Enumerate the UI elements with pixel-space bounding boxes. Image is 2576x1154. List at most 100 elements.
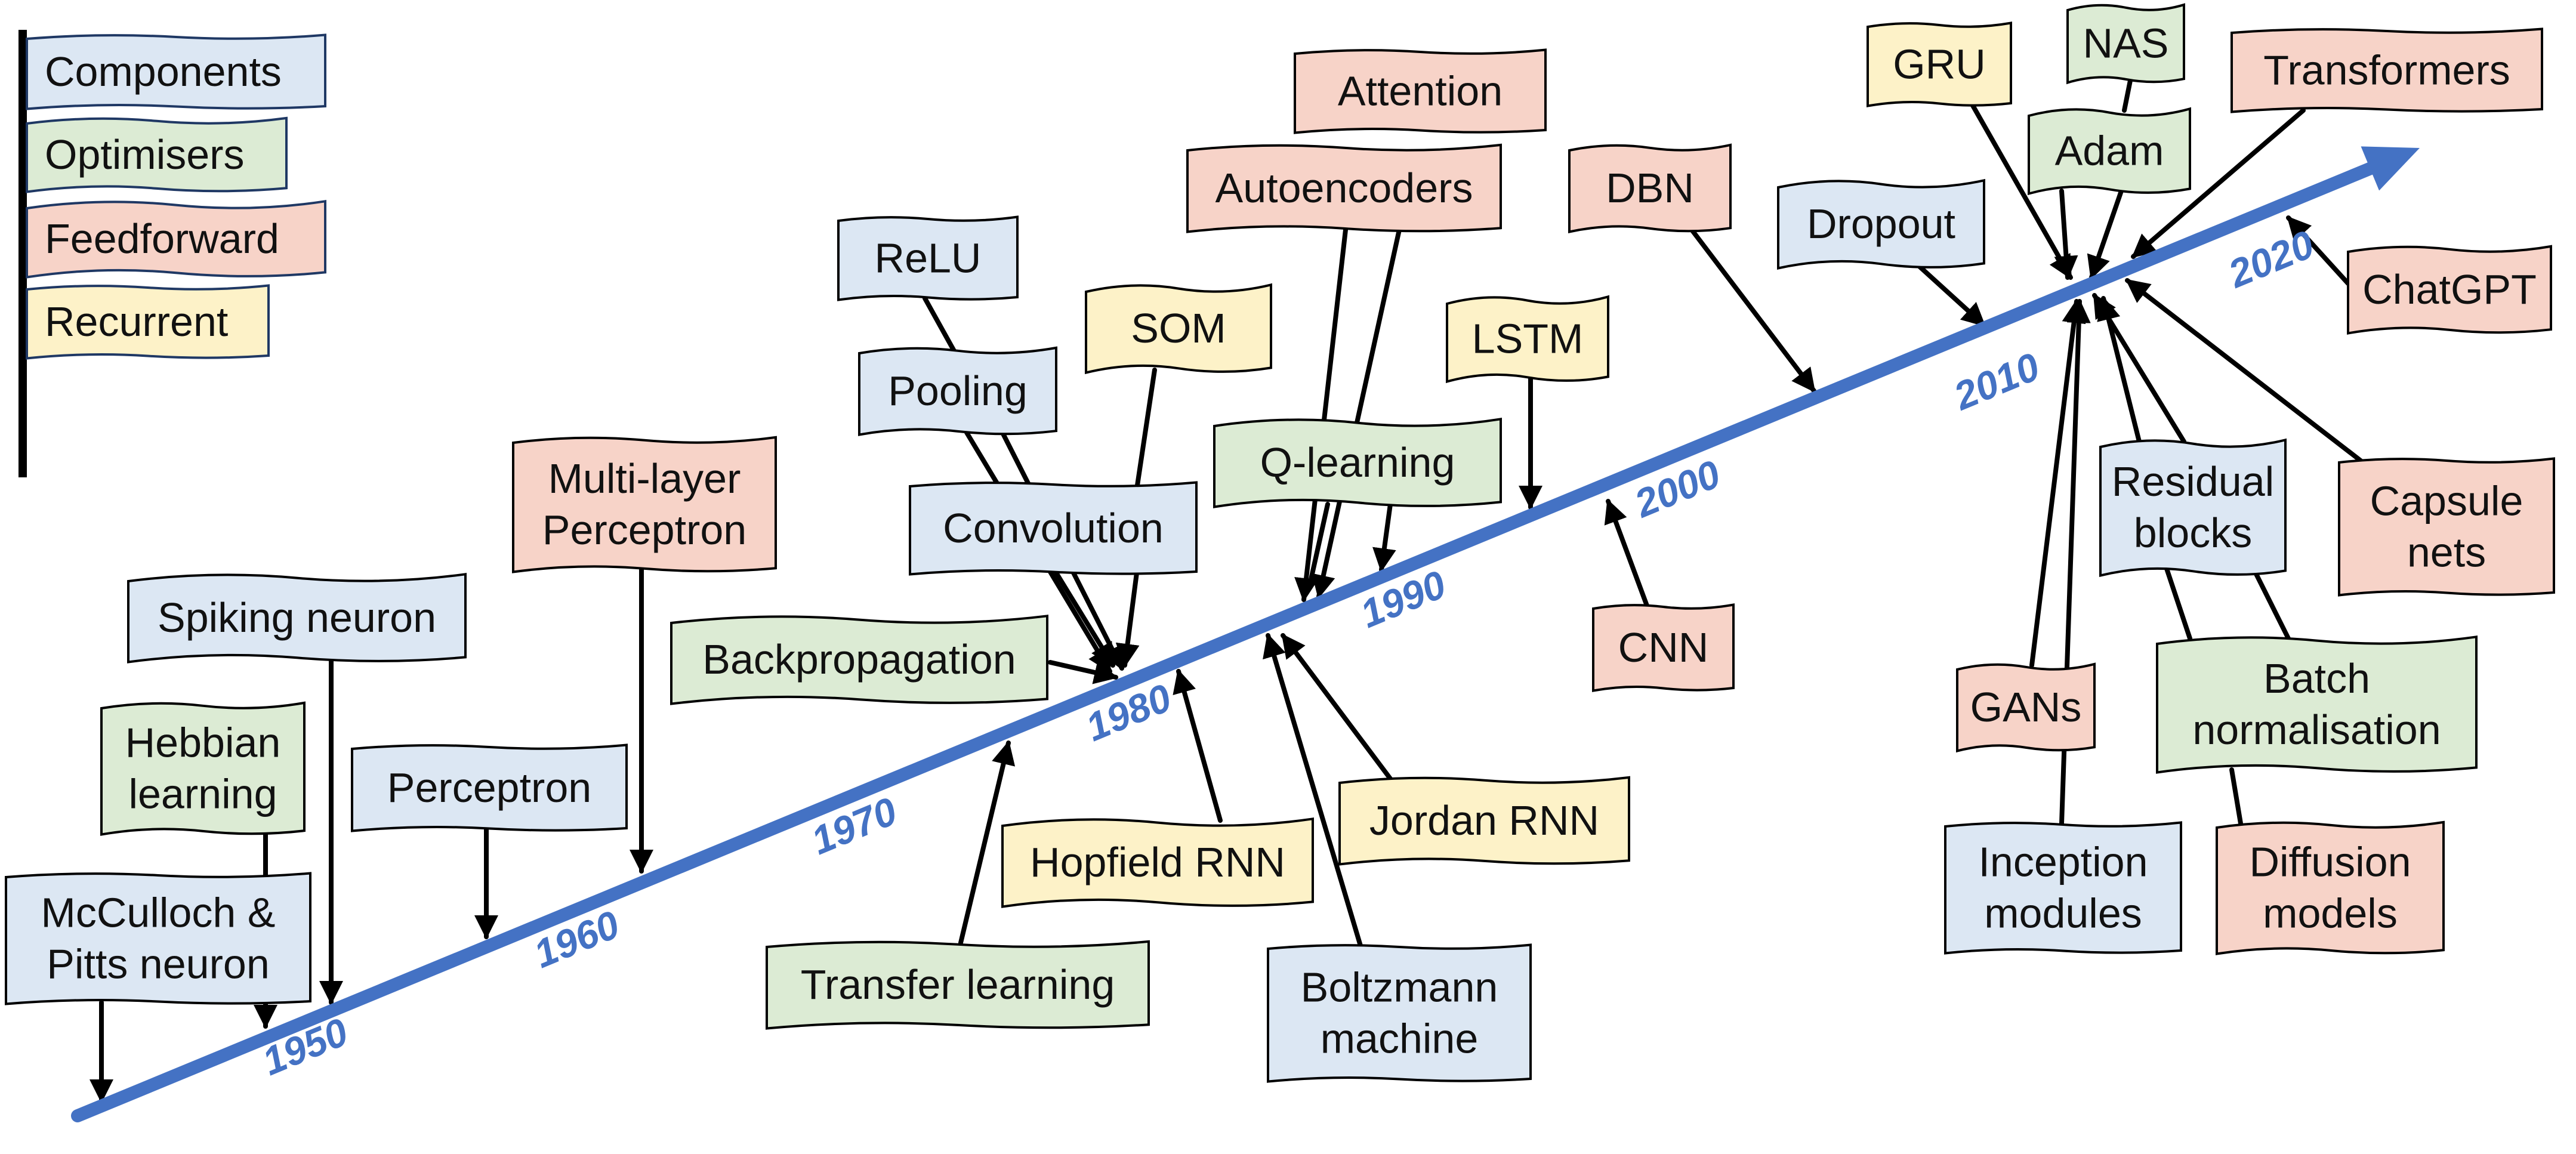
connector-convolution	[1115, 570, 1140, 668]
legend-item-feedforward: Feedforward	[26, 199, 326, 279]
concept-label-multi-layer-perceptron: Perceptron	[542, 507, 746, 553]
connector-convolution	[1054, 570, 1115, 668]
concept-pooling: Pooling	[858, 346, 1057, 436]
concept-label-hebbian-learning: learning	[128, 771, 277, 817]
legend-item-optimisers: Optimisers	[26, 116, 288, 193]
legend-label-feedforward: Feedforward	[45, 215, 279, 262]
concept-relu: ReLU	[837, 215, 1019, 301]
concept-box-dropout	[1777, 178, 1985, 270]
connector-gans	[2029, 299, 2086, 668]
concept-label-mcculloch-pitts-neuron: Pitts neuron	[47, 941, 270, 988]
concept-box-relu	[837, 215, 1019, 301]
concept-label-autoencoders: Autoencoders	[1215, 165, 1473, 211]
concept-box-gru	[1867, 21, 2012, 107]
concept-box-chatgpt	[2347, 245, 2552, 335]
concept-gans: GANs	[1956, 662, 2096, 753]
concept-chatgpt: ChatGPT	[2347, 245, 2552, 335]
concept-box-jordan-rnn	[1338, 776, 1630, 866]
concept-label-chatgpt: ChatGPT	[2362, 266, 2537, 313]
concept-boxes: McCulloch & Pitts neuron Hebbian learning Sp…	[5, 3, 2555, 1083]
concept-label-residual-blocks: Residual	[2112, 458, 2274, 505]
connector-residual-blocks	[2092, 293, 2186, 444]
connector-q-learning	[1307, 502, 1330, 587]
connector-boltzmann-machine	[1263, 633, 1363, 948]
legend-swatch-optimisers	[26, 116, 288, 193]
connector-diffusion-models	[2229, 767, 2243, 826]
concept-box-backpropagation	[670, 615, 1048, 705]
connector-adam	[2087, 189, 2124, 280]
concept-label-boltzmann-machine: machine	[1321, 1016, 1479, 1062]
connector-relu	[923, 296, 957, 354]
legend-swatch-components	[26, 33, 326, 110]
concept-label-transfer-learning: Transfer learning	[801, 961, 1115, 1008]
timeline-line	[71, 158, 2387, 1122]
concept-label-transformers: Transformers	[2263, 47, 2510, 94]
legend-item-recurrent: Recurrent	[26, 284, 270, 360]
concept-transfer-learning: Transfer learning	[766, 940, 1150, 1030]
legend-label-optimisers: Optimisers	[45, 131, 244, 178]
legend-swatch-recurrent	[26, 284, 270, 360]
connector-transformers	[2131, 108, 2306, 259]
concept-hopfield-rnn: Hopfield RNN	[1001, 817, 1314, 908]
connector-adam	[2054, 189, 2078, 280]
connector-arrows	[90, 78, 2365, 1103]
concept-box-inception-modules	[1944, 821, 2182, 955]
concept-label-hebbian-learning: Hebbian	[125, 720, 281, 766]
connector-gru	[1970, 102, 2073, 280]
connector-q-learning	[1372, 502, 1396, 572]
concept-label-som: SOM	[1131, 305, 1226, 351]
legend-label-recurrent: Recurrent	[45, 298, 228, 345]
concept-cnn: CNN	[1592, 603, 1735, 692]
concept-diffusion-models: Diffusion models	[2216, 820, 2445, 955]
concept-label-inception-modules: Inception	[1978, 839, 2148, 885]
concept-box-batch-normalisation	[2156, 635, 2478, 774]
concept-backpropagation: Backpropagation	[670, 615, 1048, 705]
concept-attention: Attention	[1294, 48, 1547, 134]
connector-autoencoders	[1312, 227, 1402, 599]
concept-box-autoencoders	[1186, 143, 1502, 233]
concept-nas: NAS	[2066, 3, 2185, 85]
concept-label-batch-normalisation: Batch	[2263, 655, 2370, 702]
concept-box-spiking-neuron	[127, 573, 467, 664]
connector-capsule-nets	[2125, 278, 2365, 465]
concept-label-jordan-rnn: Jordan RNN	[1369, 797, 1599, 844]
concept-label-batch-normalisation: normalisation	[2192, 706, 2441, 753]
concept-label-capsule-nets: Capsule	[2370, 478, 2523, 524]
concept-convolution: Convolution	[909, 481, 1198, 576]
concept-label-dbn: DBN	[1606, 165, 1694, 211]
concept-box-attention	[1294, 48, 1547, 134]
concept-box-cnn	[1592, 603, 1735, 692]
concept-label-mcculloch-pitts-neuron: McCulloch &	[41, 890, 276, 936]
connector-transfer-learning	[958, 740, 1016, 945]
concept-label-diffusion-models: models	[2263, 890, 2398, 937]
concept-spiking-neuron: Spiking neuron	[127, 573, 467, 664]
connector-som	[1134, 368, 1157, 492]
concept-box-convolution	[909, 481, 1198, 576]
concept-label-dropout: Dropout	[1807, 200, 1955, 247]
concept-box-diffusion-models	[2216, 820, 2445, 955]
concept-box-transformers	[2231, 27, 2543, 113]
concept-label-diffusion-models: Diffusion	[2249, 839, 2411, 885]
timeline-arrowhead	[2361, 146, 2420, 191]
concept-box-gans	[1956, 662, 2096, 753]
concept-lstm: LSTM	[1446, 295, 1609, 384]
concept-box-capsule-nets	[2338, 457, 2555, 597]
concept-box-adam	[2028, 107, 2191, 196]
concept-label-perceptron: Perceptron	[387, 764, 591, 811]
concept-label-adam: Adam	[2055, 128, 2164, 174]
concept-box-multi-layer-perceptron	[512, 436, 777, 573]
concept-label-capsule-nets: nets	[2407, 529, 2486, 576]
legend-item-components: Components	[26, 33, 326, 110]
legend-swatch-feedforward	[26, 199, 326, 279]
concept-capsule-nets: Capsule nets	[2338, 457, 2555, 597]
concept-label-cnn: CNN	[1618, 624, 1709, 671]
connector-hopfield-rnn	[1173, 669, 1223, 823]
concept-label-hopfield-rnn: Hopfield RNN	[1030, 839, 1285, 885]
concept-box-residual-blocks	[2099, 438, 2287, 578]
concept-label-attention: Attention	[1338, 68, 1503, 115]
